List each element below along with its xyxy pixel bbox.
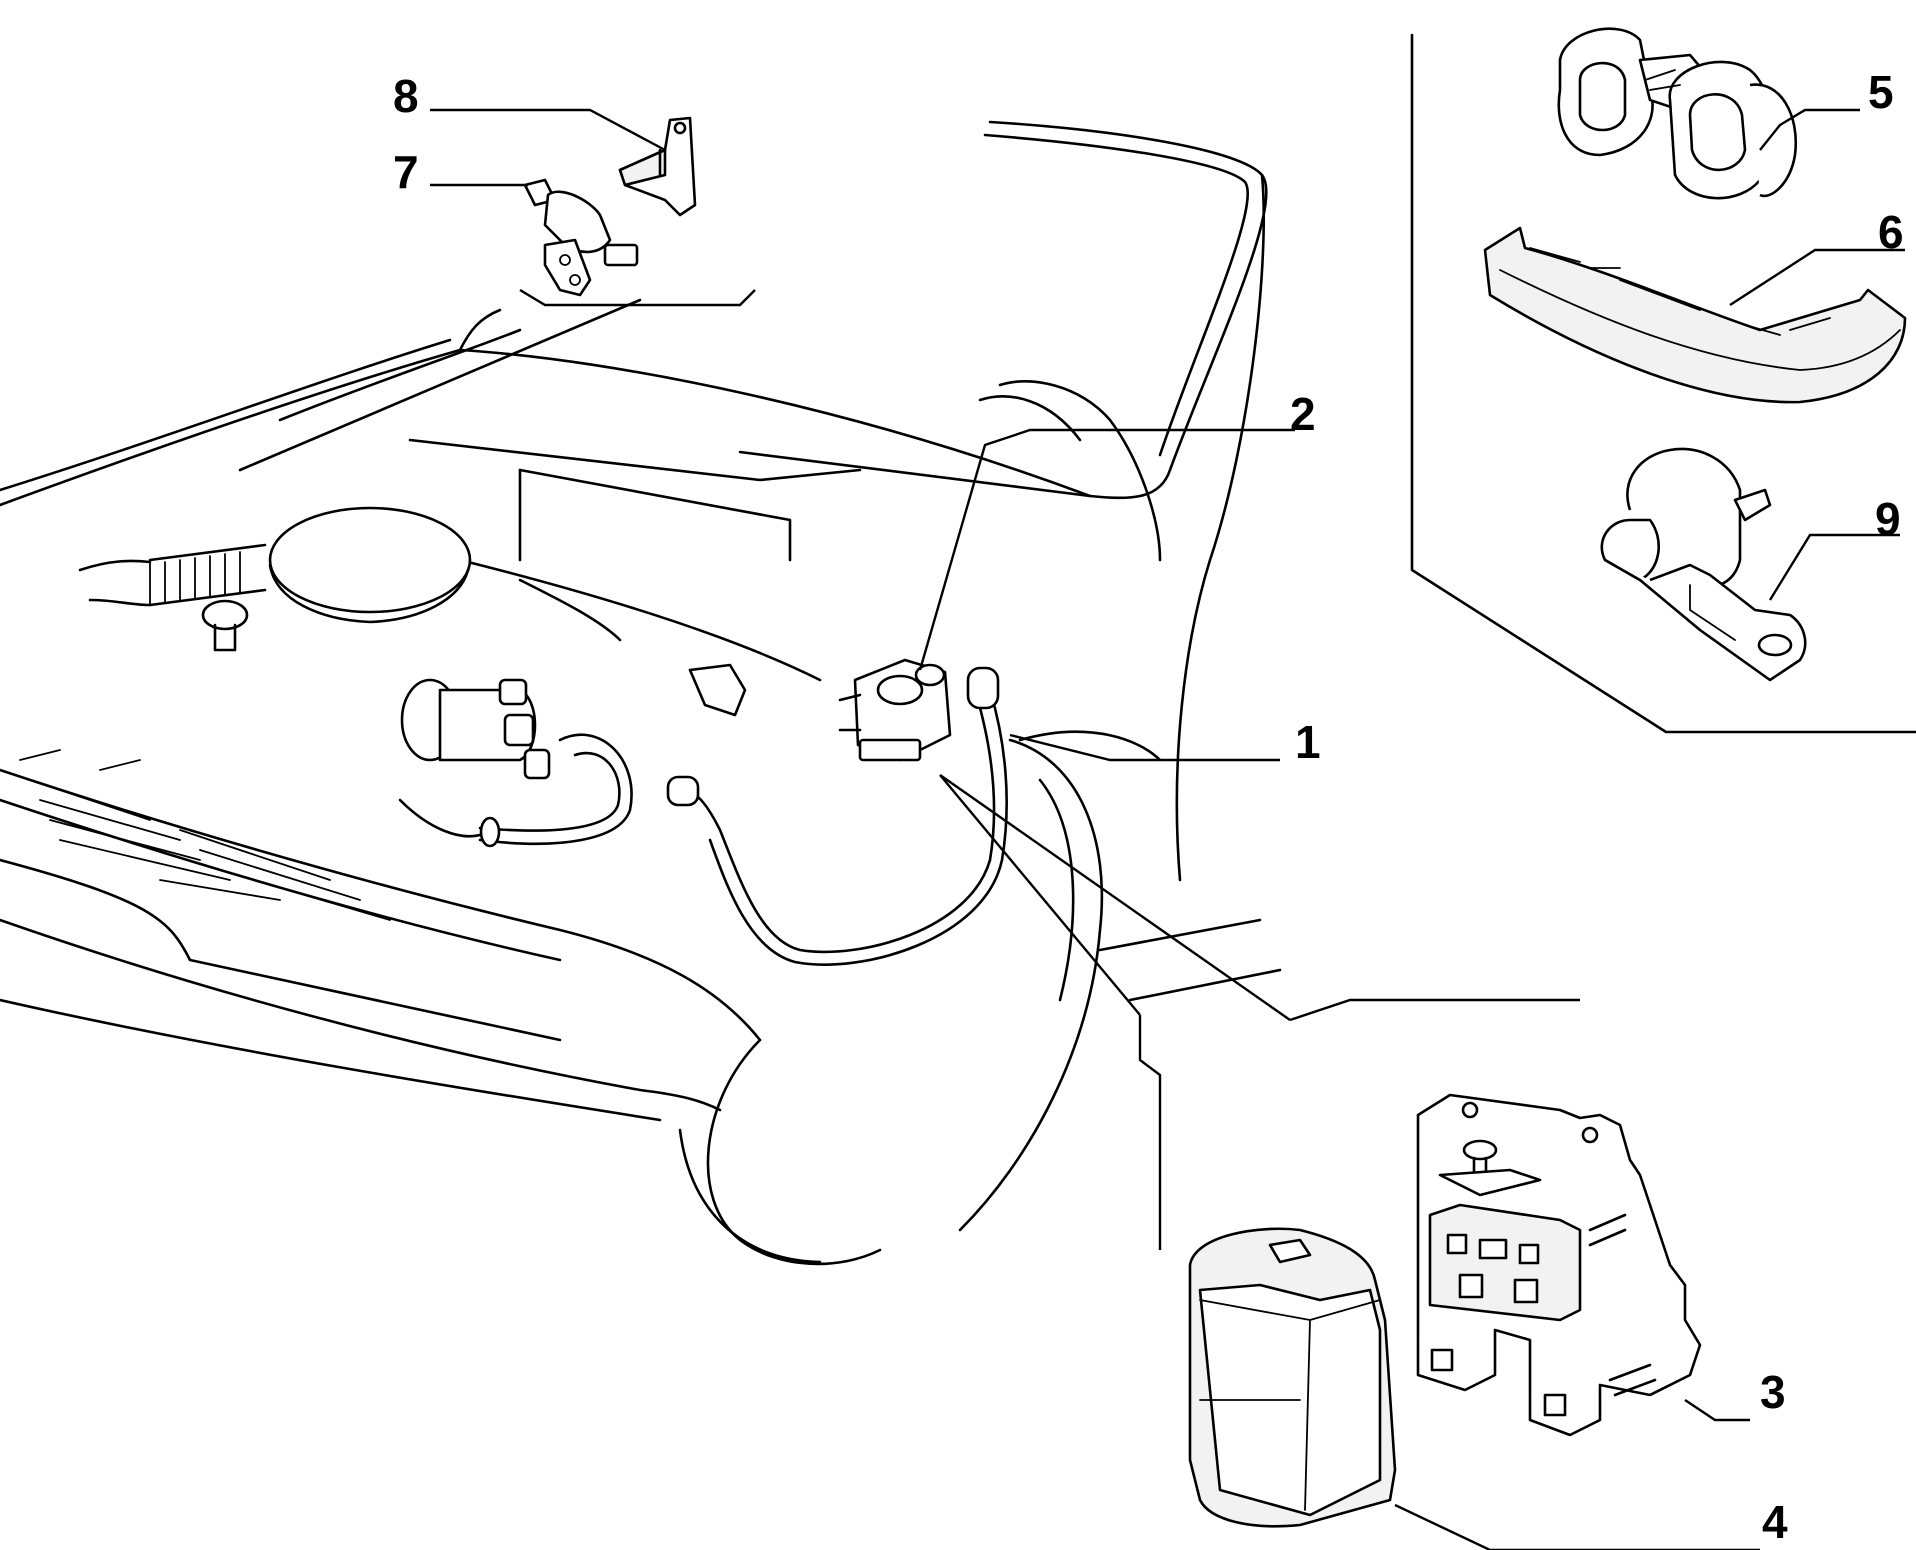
part-5-double-clip xyxy=(1557,27,1798,200)
part-9-clamp xyxy=(1600,447,1807,682)
distributor xyxy=(398,678,633,848)
callout-1: 1 xyxy=(1295,716,1321,768)
part-3-bracket xyxy=(1416,1093,1702,1437)
part-7-switch xyxy=(523,178,639,297)
leader-lines xyxy=(430,108,1905,1550)
callout-6: 6 xyxy=(1878,206,1904,258)
inset-frame xyxy=(1410,33,1916,734)
callout-8: 8 xyxy=(393,70,419,122)
callout-7: 7 xyxy=(393,146,419,198)
callout-9: 9 xyxy=(1875,493,1901,545)
part-8-bracket xyxy=(618,116,697,217)
part-6-curved-strip xyxy=(1483,226,1907,404)
car-body xyxy=(0,120,1282,1266)
callout-5: 5 xyxy=(1868,66,1894,118)
ignition-coil xyxy=(838,658,952,762)
callout-2: 2 xyxy=(1290,388,1316,440)
callout-labels: 1 2 3 4 5 6 7 8 9 xyxy=(393,66,1904,1548)
part-4-cover xyxy=(1188,1227,1397,1528)
callout-3: 3 xyxy=(1760,1366,1786,1418)
callout-4: 4 xyxy=(1762,1496,1788,1548)
